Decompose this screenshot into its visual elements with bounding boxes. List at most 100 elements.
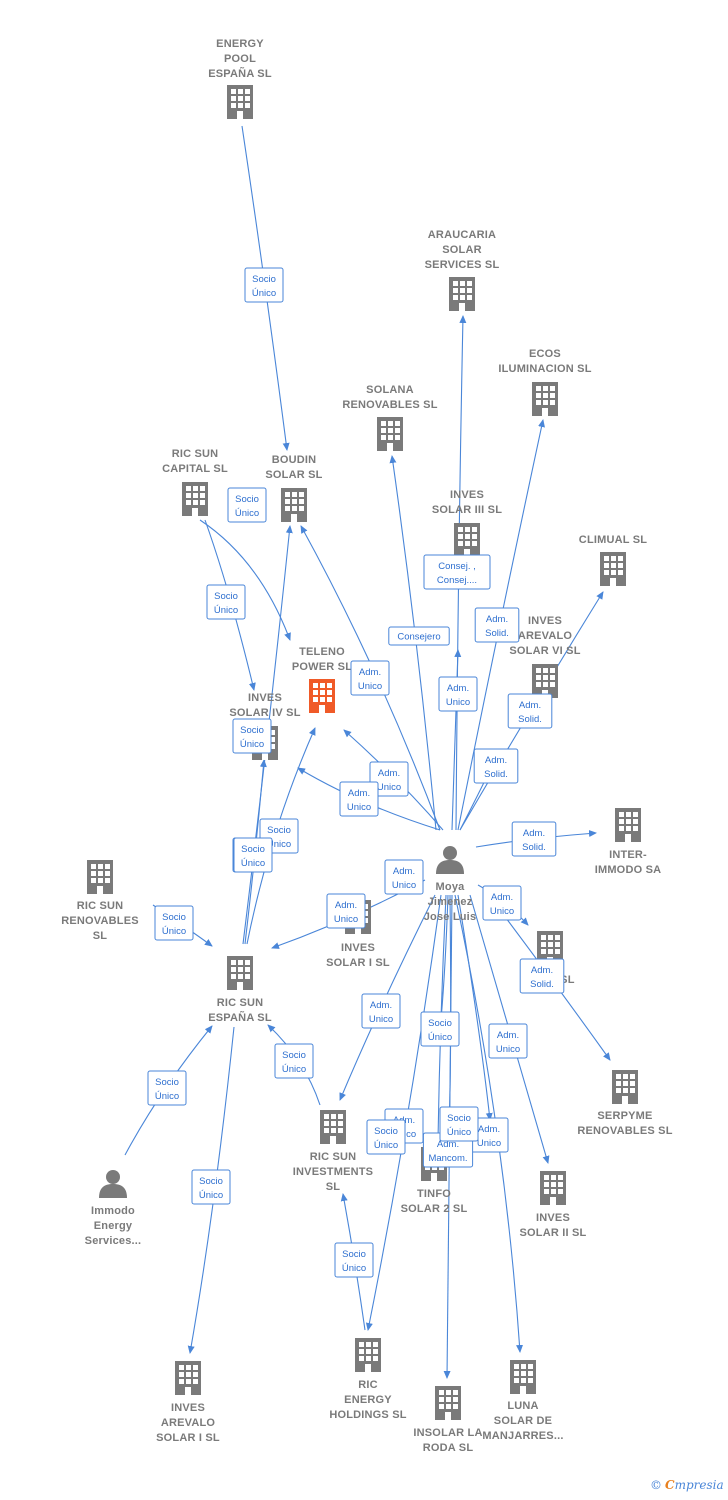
edge-label-text: Unico (490, 906, 514, 917)
relation-edge (199, 519, 291, 641)
node-label: SOLAR I SL (326, 957, 390, 969)
edge-label[interactable]: Adm.Solid. (519, 958, 565, 994)
person-icon (436, 846, 464, 874)
edge-label[interactable]: Adm. Unico (369, 761, 409, 797)
edge-label-text: Socio (342, 1249, 366, 1260)
edge-label-text: Adm. (478, 1124, 500, 1135)
edge-label-text: Socio (162, 912, 186, 923)
building-icon (227, 956, 253, 990)
edge-label[interactable]: Adm.Solid. (511, 821, 557, 857)
edge-label-box (147, 1070, 187, 1106)
edge-label[interactable]: Adm.Unico (482, 885, 522, 921)
building-icon (532, 664, 558, 698)
brand-initial: C (665, 1478, 675, 1492)
building-icon (227, 85, 253, 119)
edge-label-text: Socio (155, 1077, 179, 1088)
node-label: INVES (528, 615, 562, 627)
node-label: RENOVABLES SL (577, 1125, 672, 1137)
edge-label[interactable]: Adm.Solid. (473, 748, 519, 784)
person-node[interactable]: ImmodoEnergyServices... (85, 1170, 142, 1247)
edge-label[interactable]: Consej. ,Consej.... (423, 554, 491, 590)
edge-label[interactable]: Adm.Unico (339, 781, 379, 817)
edge-label-box (482, 885, 522, 921)
relation-edge (451, 649, 462, 831)
node-label: RENOVABLES SL (342, 399, 437, 411)
edge-label-text: Único (428, 1032, 452, 1043)
edge-label[interactable]: Adm.Unico (361, 993, 401, 1029)
edge-label-box (334, 1242, 374, 1278)
edge-label-text: Adm. (486, 614, 508, 625)
edge-label[interactable]: Adm.Unico (438, 676, 478, 712)
node-label: RIC SUN (77, 900, 124, 912)
edge-label[interactable]: Consejero (388, 626, 450, 646)
node-label: AREVALO (518, 630, 573, 642)
edge-label[interactable]: Adm.Solid. (474, 607, 520, 643)
edge-label-text: Solid. (484, 769, 508, 780)
node-label: INVES (536, 1212, 570, 1224)
edge-label[interactable]: Adm.Unico (488, 1023, 528, 1059)
building-icon (355, 1338, 381, 1372)
edge-label-box (519, 958, 565, 994)
edge-label-text: Único (342, 1263, 366, 1274)
node-label: SOLAR IV SL (229, 707, 300, 719)
edge-label[interactable]: Adm.Unico (469, 1117, 509, 1153)
person-icon (99, 1170, 127, 1198)
edge-label[interactable]: Adm.Unico (384, 859, 424, 895)
edge-label-box (154, 905, 194, 941)
building-icon (320, 1110, 346, 1144)
node-label: SOLAR (442, 244, 482, 256)
edge-label-text: Único (155, 1091, 179, 1102)
edge-label[interactable]: Adm.Unico (350, 660, 390, 696)
edge-label[interactable]: Adm.Solid. (507, 693, 553, 729)
node-label: TINFO (417, 1188, 451, 1200)
edge-label[interactable]: Adm.Unico (326, 893, 366, 929)
footer-brand[interactable]: ©Cmpresia (650, 1478, 724, 1492)
company-node[interactable]: INTER-IMMODO SA (595, 808, 662, 876)
node-label: ESPAÑA SL (208, 1011, 272, 1024)
edge-label-text: Socio (241, 844, 265, 855)
company-node[interactable]: CLIMUAL SL (579, 534, 647, 586)
edge-label-text: Socio (235, 494, 259, 505)
edge-label-box (474, 607, 520, 643)
edge-label-text: Unico (334, 914, 358, 925)
node-label: ECOS (529, 348, 561, 360)
edge-label-text: Unico (446, 697, 470, 708)
edge-label-text: Unico (377, 782, 401, 793)
edge-label-text: Adm. (378, 768, 400, 779)
